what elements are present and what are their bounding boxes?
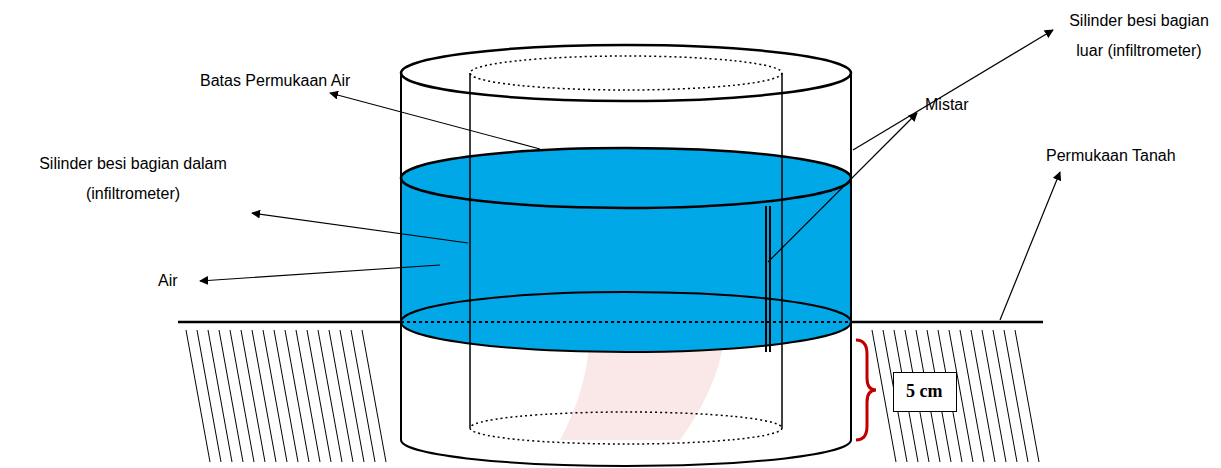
hatch-line — [230, 330, 254, 462]
ground-line — [178, 321, 401, 324]
hatch-line — [285, 330, 309, 462]
outer-cylinder-wall — [400, 73, 402, 440]
outer-cylinder-bottom — [401, 440, 851, 466]
leader-arrow — [200, 265, 440, 281]
hatch-line — [197, 330, 221, 462]
leader-arrow — [330, 93, 540, 149]
ruler — [769, 206, 771, 352]
leader-arrow — [252, 213, 468, 243]
hatch-line — [329, 330, 353, 462]
leader-arrow — [853, 30, 1053, 150]
hatch-line — [186, 330, 210, 462]
hatch-line — [1015, 330, 1039, 462]
inner-cylinder-top — [470, 56, 782, 90]
leader-arrow — [768, 113, 917, 262]
hatch-line — [307, 330, 331, 462]
dimension-label: 5 cm — [906, 381, 944, 402]
hatch-line — [263, 330, 287, 462]
leader-arrow — [1000, 172, 1060, 320]
hatch-line — [340, 330, 364, 462]
callout-label: Mistar — [925, 90, 969, 120]
hatch-line — [982, 330, 1006, 462]
callout-label: Air — [158, 266, 178, 296]
hatch-line — [960, 330, 984, 462]
hatch-line — [274, 330, 298, 462]
hatch-line — [241, 330, 265, 462]
outer-cylinder-wall — [850, 73, 852, 440]
callout-label: Silinder besi bagian dalam (infiltromete… — [28, 149, 238, 209]
hatch-line — [219, 330, 243, 462]
inner-cylinder-wall — [781, 73, 783, 428]
hatch-line — [971, 330, 995, 462]
inner-cylinder-bottom — [470, 412, 782, 444]
hatch-line — [993, 330, 1017, 462]
ruler — [765, 206, 767, 352]
hatch-line — [1004, 330, 1028, 462]
ground-line-hidden — [401, 321, 851, 323]
callout-label: Permukaan Tanah — [1046, 141, 1176, 171]
hatch-line — [351, 330, 375, 462]
hatch-line — [362, 330, 386, 462]
callout-label: Silinder besi bagian luar (infiltrometer… — [1062, 6, 1216, 66]
dimension-box: 5 cm — [893, 372, 957, 412]
callout-label: Batas Permukaan Air — [200, 66, 350, 96]
hatch-line — [208, 330, 232, 462]
water-bottom — [401, 292, 851, 352]
inner-cylinder-wall — [469, 73, 471, 428]
ground-line — [851, 321, 1043, 324]
outer-cylinder-top — [401, 45, 851, 101]
depth-brace — [856, 340, 876, 440]
hatch-line — [296, 330, 320, 462]
hatch-line — [318, 330, 342, 462]
hatch-line — [252, 330, 276, 462]
water-surface — [401, 148, 851, 208]
